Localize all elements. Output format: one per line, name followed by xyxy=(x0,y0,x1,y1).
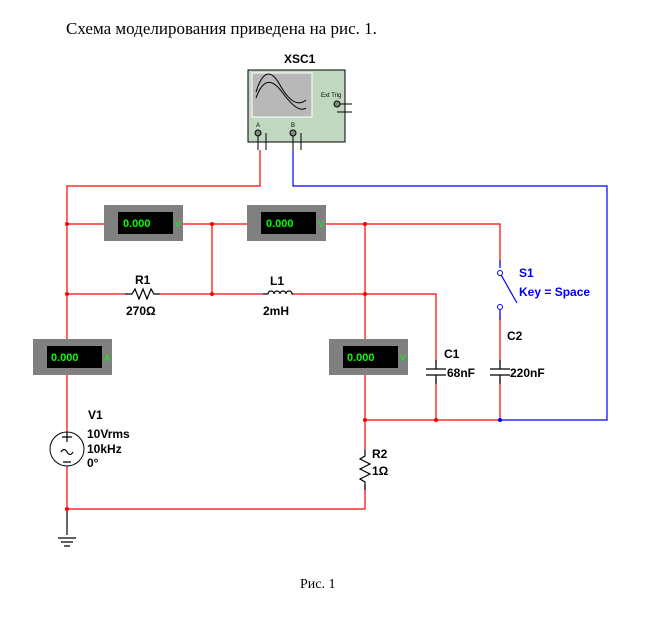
voltmeter-2[interactable]: 0.000 V xyxy=(247,205,326,241)
meter-unit: V xyxy=(400,353,406,363)
l1-value: 2mH xyxy=(263,304,289,318)
ext-trig-label: Ext Trig xyxy=(321,93,341,99)
ac-source-v1[interactable]: V1 10Vrms 10kHz 0° xyxy=(49,408,130,470)
channel-a-label: A xyxy=(256,123,260,129)
capacitor-c2[interactable]: C2 220nF xyxy=(490,329,545,384)
r2-value: 1Ω xyxy=(372,464,389,478)
capacitor-c1[interactable]: C1 68nF xyxy=(426,347,475,384)
meter-value: 0.000 xyxy=(51,352,79,364)
r1-value: 270Ω xyxy=(126,304,156,318)
channel-b-label: B xyxy=(291,123,295,129)
c1-name: C1 xyxy=(444,347,460,361)
r1-name: R1 xyxy=(135,273,151,287)
intro-paragraph: Схема моделирования приведена на рис. 1. xyxy=(66,19,377,38)
resistor-r2[interactable]: R2 1Ω xyxy=(358,447,389,490)
meter-unit: A xyxy=(104,353,110,363)
v1-frequency: 10kHz xyxy=(87,442,122,456)
meter-value: 0.000 xyxy=(266,218,294,230)
s1-name: S1 xyxy=(519,266,534,280)
l1-name: L1 xyxy=(270,274,284,288)
meter-unit: V xyxy=(318,219,324,229)
c1-value: 68nF xyxy=(447,366,475,380)
switch-s1[interactable]: S1 Key = Space xyxy=(497,260,591,320)
r2-name: R2 xyxy=(372,447,388,461)
v1-amplitude: 10Vrms xyxy=(87,427,130,441)
c2-name: C2 xyxy=(507,329,523,343)
wires xyxy=(58,150,608,547)
voltmeter-1[interactable]: 0.000 V xyxy=(104,205,183,241)
meter-value: 0.000 xyxy=(347,352,375,364)
voltmeter-3[interactable]: 0.000 V xyxy=(329,339,408,375)
resistor-r1[interactable]: R1 270Ω xyxy=(125,273,160,318)
oscilloscope-label: XSC1 xyxy=(284,52,316,66)
v1-name: V1 xyxy=(88,408,103,422)
meter-unit: V xyxy=(175,219,181,229)
meter-value: 0.000 xyxy=(123,218,151,230)
ammeter[interactable]: 0.000 A xyxy=(33,339,112,375)
c2-value: 220nF xyxy=(510,366,545,380)
inductor-l1[interactable]: L1 2mH xyxy=(263,274,293,318)
v1-phase: 0° xyxy=(87,456,99,470)
figure-caption: Рис. 1 xyxy=(300,577,336,592)
s1-key: Key = Space xyxy=(519,285,590,299)
oscilloscope-xsc1[interactable]: XSC1 Ext Trig A B xyxy=(247,52,352,150)
